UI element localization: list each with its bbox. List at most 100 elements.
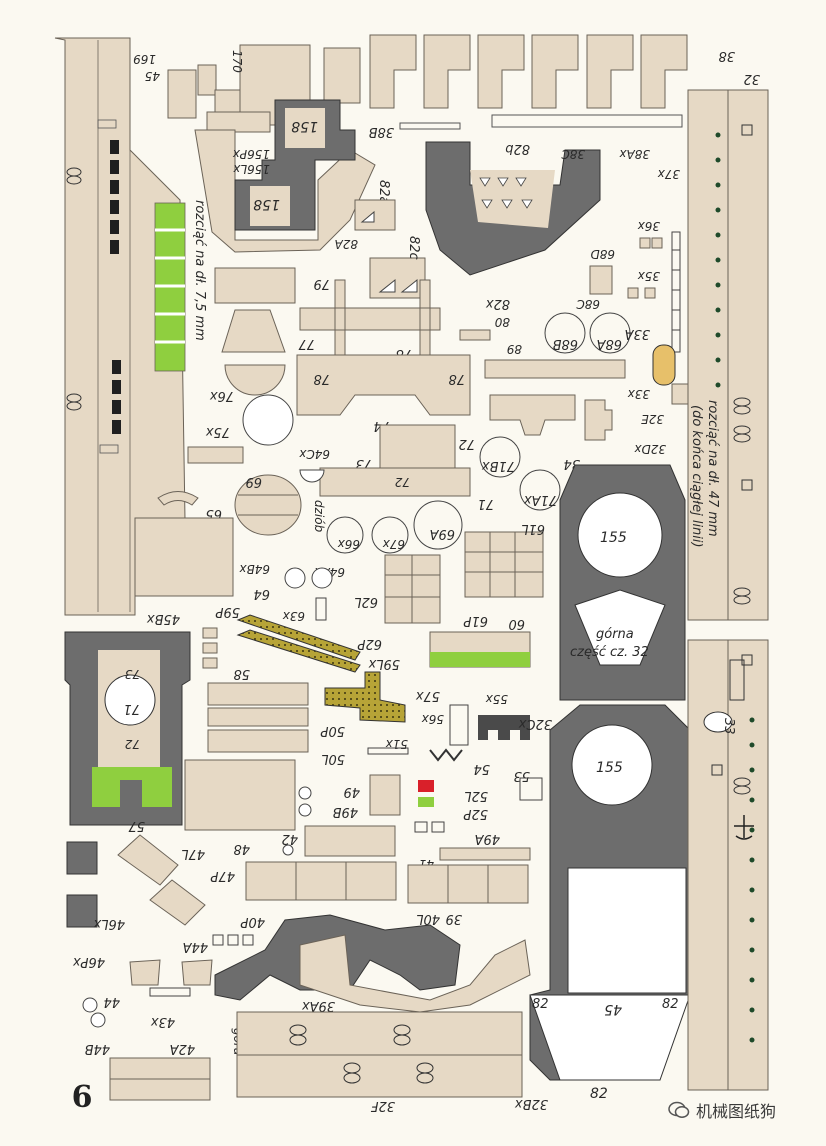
part-82a-piece: [354, 199, 396, 231]
round-parts-66-69: [326, 500, 463, 554]
part-77: [221, 309, 286, 353]
label-38: 38: [718, 48, 735, 63]
label-61L: 61L: [521, 521, 545, 536]
label-75: 75x: [205, 424, 230, 439]
part-53: [519, 777, 543, 801]
bridge-deck-156: [194, 99, 376, 253]
round-parts-71: [479, 436, 561, 511]
part-47L: [117, 834, 179, 886]
part-64: [134, 517, 234, 597]
label-66: 66x: [337, 537, 360, 551]
part-43: [149, 987, 191, 997]
label-158-a: 158: [291, 118, 318, 134]
part-c-strip: [484, 359, 626, 379]
cut-note-47: rozciąć na dł. 47 mm: [705, 400, 720, 537]
part-62L: [384, 554, 441, 624]
label-50L: 50L: [321, 751, 345, 766]
part-55: [478, 715, 530, 740]
label-62L: 62L: [354, 594, 378, 609]
page-number: 9: [71, 1077, 93, 1112]
label-42A: 42A: [170, 1041, 195, 1056]
part-60: [429, 631, 531, 668]
label-82A: 82A: [335, 237, 358, 251]
part-70: [187, 446, 244, 464]
bow-note: dziób: [312, 500, 326, 533]
label-71A: 71Ax: [524, 492, 557, 507]
label-68B: 68B: [552, 336, 578, 351]
label-158-b: 158: [253, 196, 280, 212]
label-57: 57: [128, 818, 145, 833]
part-51: [367, 747, 409, 755]
part-44: [129, 959, 213, 986]
oval-hatch: [652, 344, 676, 386]
label-170: 170: [230, 50, 244, 73]
label-50P: 50P: [320, 723, 345, 738]
label-71B: 71Bx: [482, 458, 515, 473]
label-36: 36x: [637, 219, 660, 233]
part-40L: [407, 864, 529, 904]
label-33-b: 33: [721, 718, 736, 735]
round-parts-42: [282, 786, 312, 856]
label-72-b: 72: [395, 475, 410, 489]
round-parts-44B: [82, 997, 106, 1028]
label-155-b: 155: [596, 760, 623, 776]
label-169: 169: [133, 52, 156, 66]
part-49: [369, 774, 401, 816]
label-57x: 57x: [415, 688, 440, 703]
label-39A: 39Ax: [302, 998, 335, 1013]
part-56: [449, 704, 469, 746]
label-82-f: 82: [590, 1086, 608, 1102]
label-68C: 68C: [576, 297, 600, 311]
label-33: 33x: [627, 387, 650, 401]
round-parts-68: [544, 312, 631, 354]
label-68D: 68D: [590, 247, 615, 261]
part-47P: [149, 879, 206, 926]
label-58: 58: [233, 666, 250, 681]
label-40P: 40P: [240, 914, 265, 929]
label-72-c: 72: [125, 737, 140, 751]
label-35: 35x: [637, 269, 660, 283]
label-72: 72: [458, 436, 475, 451]
label-51: 51x: [385, 737, 408, 751]
label-47P: 47P: [210, 868, 235, 883]
label-32B: 32Bx: [515, 1096, 548, 1111]
label-73-b: 73: [125, 667, 140, 681]
part-46-dark-b: [66, 894, 98, 928]
label-38C: 38C: [561, 147, 585, 161]
part-155-upper: [559, 464, 686, 701]
label-71-b: 71: [123, 701, 140, 716]
label-64: 64: [253, 586, 270, 601]
label-78-b: 78: [448, 371, 465, 386]
part-34: [584, 399, 613, 441]
label-38A: 38Ax: [619, 147, 650, 161]
label-47L: 47L: [181, 846, 205, 861]
rail-pieces-top: [399, 114, 683, 130]
label-156P: 156Px: [232, 147, 270, 161]
part-32F: [236, 1011, 523, 1098]
part-155-lower: [529, 704, 691, 1081]
watermark-text: 机械图纸狗: [696, 1102, 777, 1121]
part-80: [459, 329, 491, 341]
part-59L-deck: [236, 629, 361, 673]
part-73: [379, 424, 456, 471]
part-46-dark-a: [66, 841, 98, 875]
label-62P: 62P: [357, 636, 382, 651]
part-63: [315, 597, 327, 621]
cut-note-7-5: rozciąć na dł. 7,5 mm: [192, 200, 207, 341]
part-72-top: [489, 394, 576, 436]
part-45B-dark: [64, 631, 191, 826]
label-45: 45: [145, 69, 160, 83]
label-32D: 32Dx: [633, 442, 666, 456]
watermark: 机械图纸狗: [668, 1094, 818, 1126]
label-44B: 44B: [84, 1041, 110, 1056]
part-41: [439, 847, 531, 861]
label-40L: 40L: [416, 911, 440, 926]
label-65: 65: [205, 506, 222, 521]
part-58: [202, 627, 218, 669]
label-82-d: 82: [532, 997, 549, 1012]
label-155-a: 155: [600, 530, 627, 546]
label-69: 69: [245, 474, 262, 489]
part-50P: [207, 682, 309, 727]
part-52P-green: [418, 797, 434, 807]
